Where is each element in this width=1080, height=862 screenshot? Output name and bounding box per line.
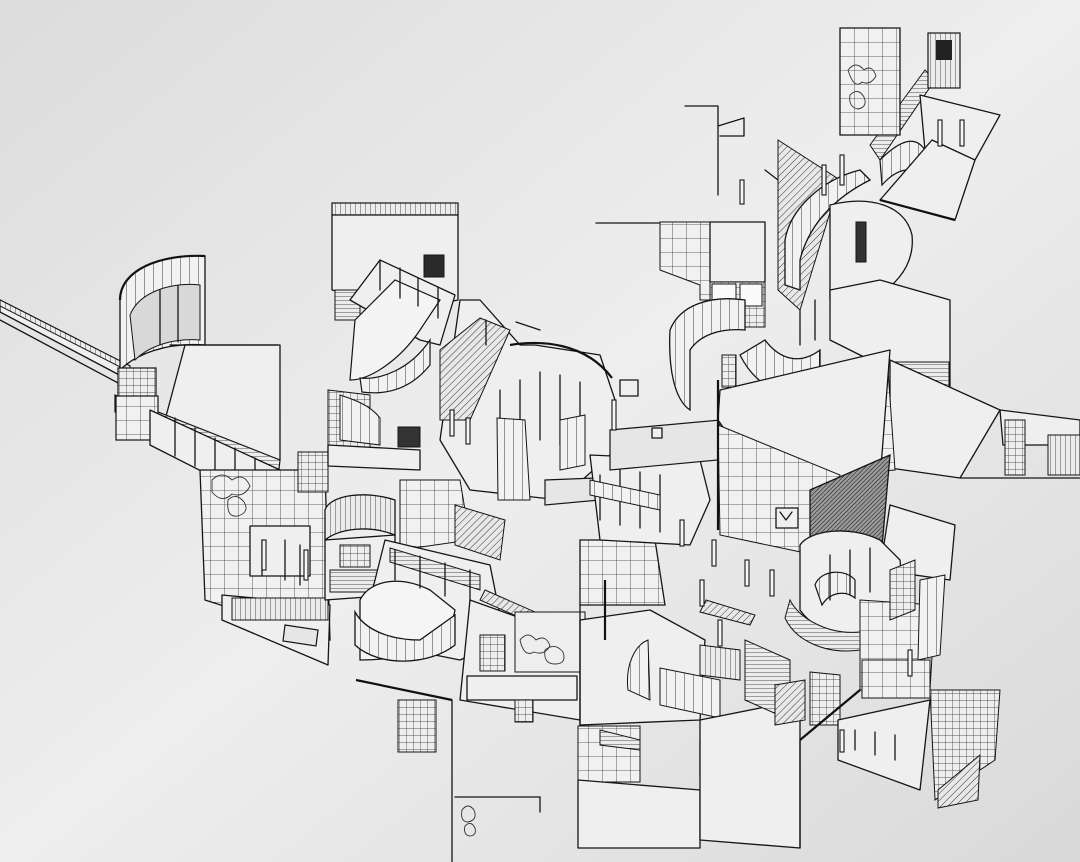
southeast-rotunda <box>784 453 956 691</box>
columns <box>261 119 965 753</box>
south-court <box>577 599 1001 849</box>
northwest-block <box>327 202 459 471</box>
central-court <box>399 299 616 561</box>
curved-tower-left <box>118 254 206 372</box>
lower-central-wing <box>354 539 611 862</box>
construction-lines <box>169 169 779 726</box>
